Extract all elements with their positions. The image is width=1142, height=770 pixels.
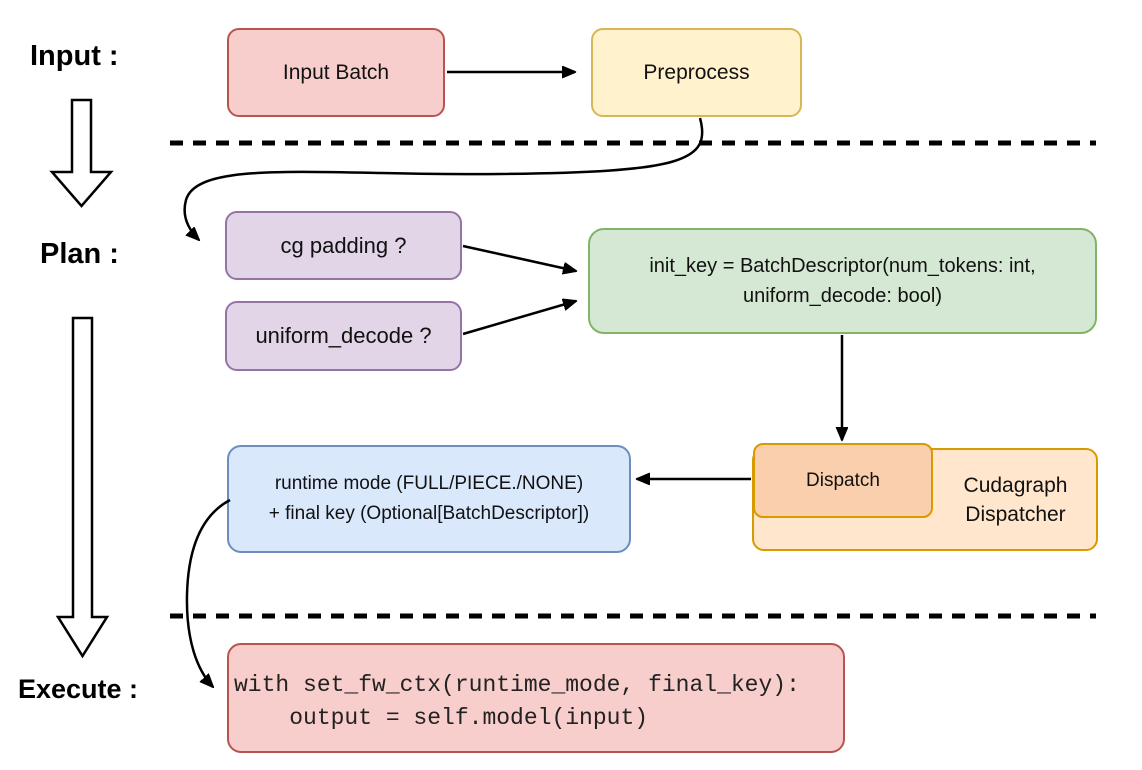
node-uniform-decode: uniform_decode ? <box>225 301 462 371</box>
arrow-runtimemode-to-execute <box>185 498 231 687</box>
arrow-uniformdecode-to-initkey <box>462 301 576 336</box>
node-execute-code-line2: output = self.model(input) <box>234 705 649 731</box>
stage-arrow-input-to-plan <box>49 98 114 208</box>
node-cudagraph-dispatcher-line2: Dispatcher <box>965 502 1066 526</box>
node-cg-padding-label: cg padding ? <box>280 232 407 258</box>
node-dispatch-label: Dispatch <box>806 469 880 491</box>
node-cudagraph-dispatcher-line1: Cudagraph <box>963 473 1068 497</box>
node-uniform-decode-label: uniform_decode ? <box>255 323 432 348</box>
node-input-batch-label: Input Batch <box>282 60 390 84</box>
stage-arrow-plan-to-execute <box>55 316 110 659</box>
node-init-key-line2: uniform_decode: bool) <box>742 285 942 307</box>
node-runtime-mode-line2: + final key (Optional[BatchDescriptor]) <box>268 503 590 524</box>
node-preprocess: Preprocess <box>591 28 802 117</box>
node-input-batch: Input Batch <box>227 28 445 117</box>
node-runtime-mode: runtime mode (FULL/PIECE./NONE) + final … <box>227 445 631 553</box>
stage-label-plan: Plan : <box>40 238 119 270</box>
node-init-key-line1: init_key = BatchDescriptor(num_tokens: i… <box>649 255 1036 277</box>
arrow-cgpadding-to-initkey <box>462 244 576 271</box>
node-runtime-mode-line1: runtime mode (FULL/PIECE./NONE) <box>274 473 584 494</box>
node-init-key: init_key = BatchDescriptor(num_tokens: i… <box>588 228 1097 334</box>
stage-label-input: Input : <box>30 40 119 72</box>
node-execute-code: with set_fw_ctx(runtime_mode, final_key)… <box>227 643 845 753</box>
node-execute-code-line1: with set_fw_ctx(runtime_mode, final_key)… <box>234 672 800 698</box>
node-preprocess-label: Preprocess <box>643 60 750 84</box>
node-dispatch: Dispatch <box>753 443 933 518</box>
node-cg-padding: cg padding ? <box>225 211 462 280</box>
stage-label-execute: Execute : <box>18 674 139 704</box>
